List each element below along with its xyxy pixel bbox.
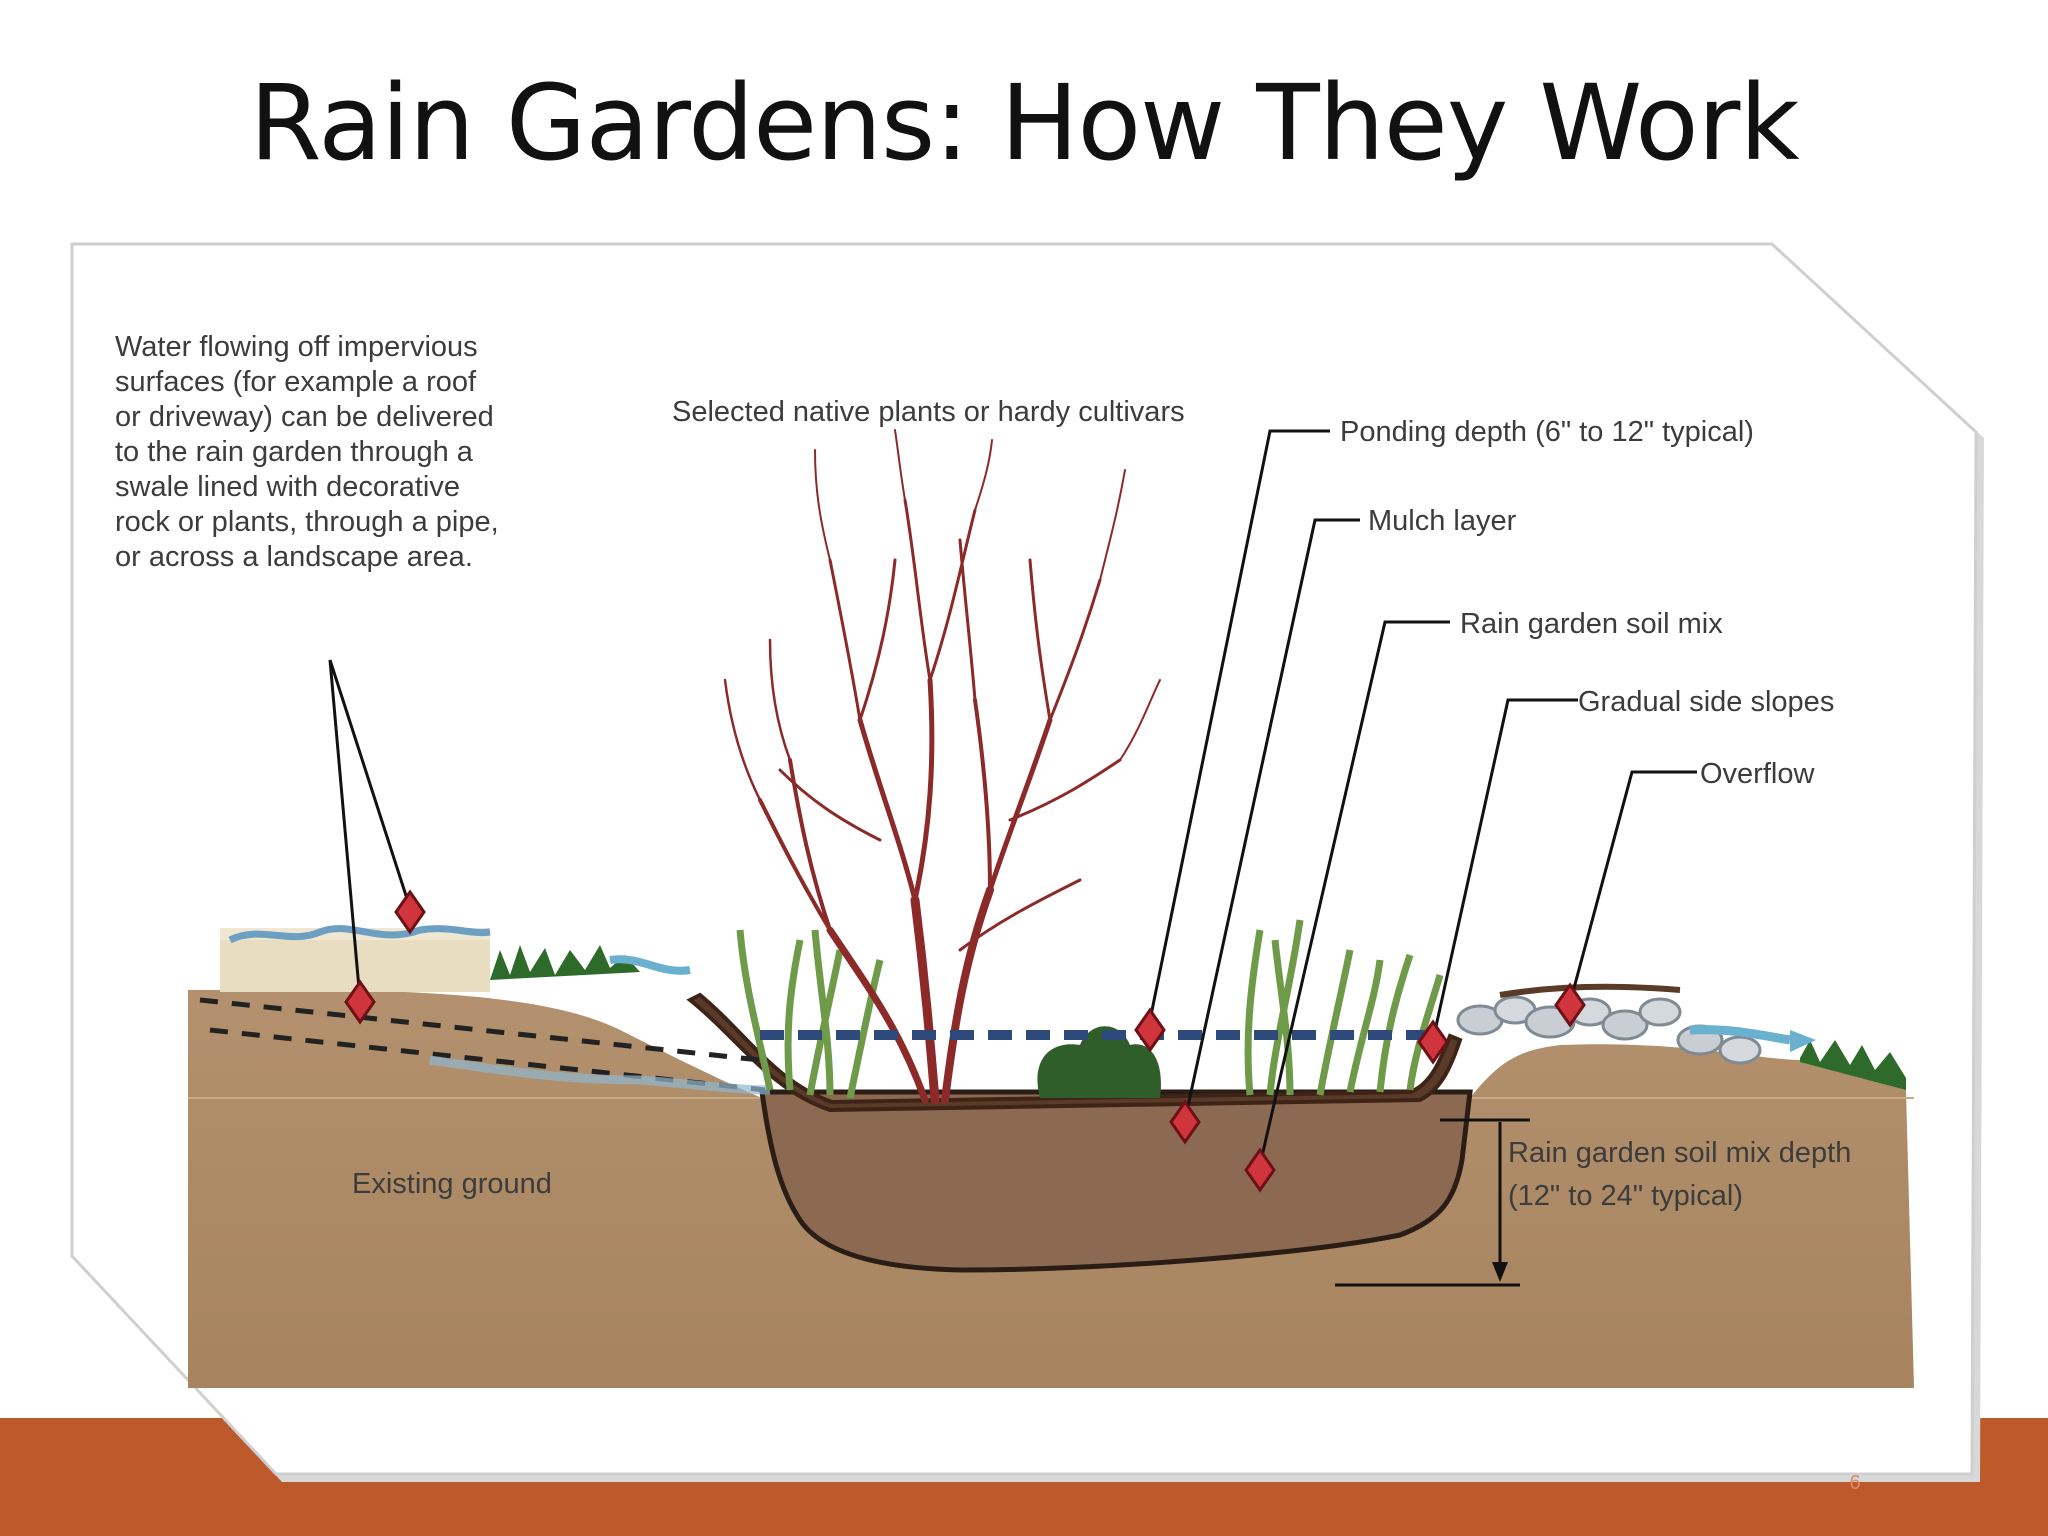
depth-dimension [1335,1118,1530,1287]
depth-label-line: (12" to 24" typical) [1508,1180,1743,1212]
intro-line: to the rain garden through a [115,436,474,468]
soil-mix-label: Rain garden soil mix [1460,608,1723,640]
small-shrub [1037,1026,1161,1098]
ponding-label: Ponding depth (6" to 12" typical) [1340,416,1754,448]
leader-ponding [1146,429,1330,1031]
ground-label: Existing ground [352,1168,552,1200]
mulch-label: Mulch layer [1368,505,1517,537]
intro-line: rock or plants, through a pipe, [115,506,499,538]
intro-line: surfaces (for example a roof [115,366,477,398]
intro-line: Water flowing off impervious [115,331,478,363]
slopes-label: Gradual side slopes [1578,686,1834,718]
leader-intro-b [328,659,362,1001]
depth-label-line: Rain garden soil mix depth [1508,1137,1851,1169]
slide-title: Rain Gardens: How They Work [249,62,1799,184]
marker-pipe [344,979,376,1025]
rain-garden-basin [759,1089,1473,1273]
grass-left [490,945,640,980]
intro-line: swale lined with decorative [115,471,460,503]
marker-ponding [1134,1007,1166,1053]
leader-mulch [1183,518,1360,1121]
leader-intro-a [328,659,412,909]
marker-mulch [1169,1099,1201,1145]
leader-slopes [1431,698,1578,1041]
slide-number: 6 [1849,1472,1861,1494]
intro-text: Water flowing off impervious surfaces (f… [115,331,507,573]
leader-overflow [1568,770,1697,1004]
plants-label: Selected native plants or hardy cultivar… [672,396,1185,428]
intro-line: or across a landscape area. [115,541,473,573]
leader-lines [328,429,1697,1166]
callout-markers [344,889,1586,1193]
leader-soil-mix [1258,620,1450,1166]
marker-overflow [1554,982,1586,1028]
shrub-tree [723,429,1161,1105]
marker-soil-mix [1244,1147,1276,1193]
garden-grasses [736,919,1444,1099]
depth-label: Rain garden soil mix depth (12" to 24" t… [1508,1137,1859,1212]
intro-line: or driveway) can be delivered [115,401,494,433]
marker-slopes [1417,1019,1449,1065]
grass-right [1800,1040,1906,1090]
overflow-label: Overflow [1700,758,1815,790]
mulch-layer [686,992,1463,1113]
marker-roof [394,889,426,935]
